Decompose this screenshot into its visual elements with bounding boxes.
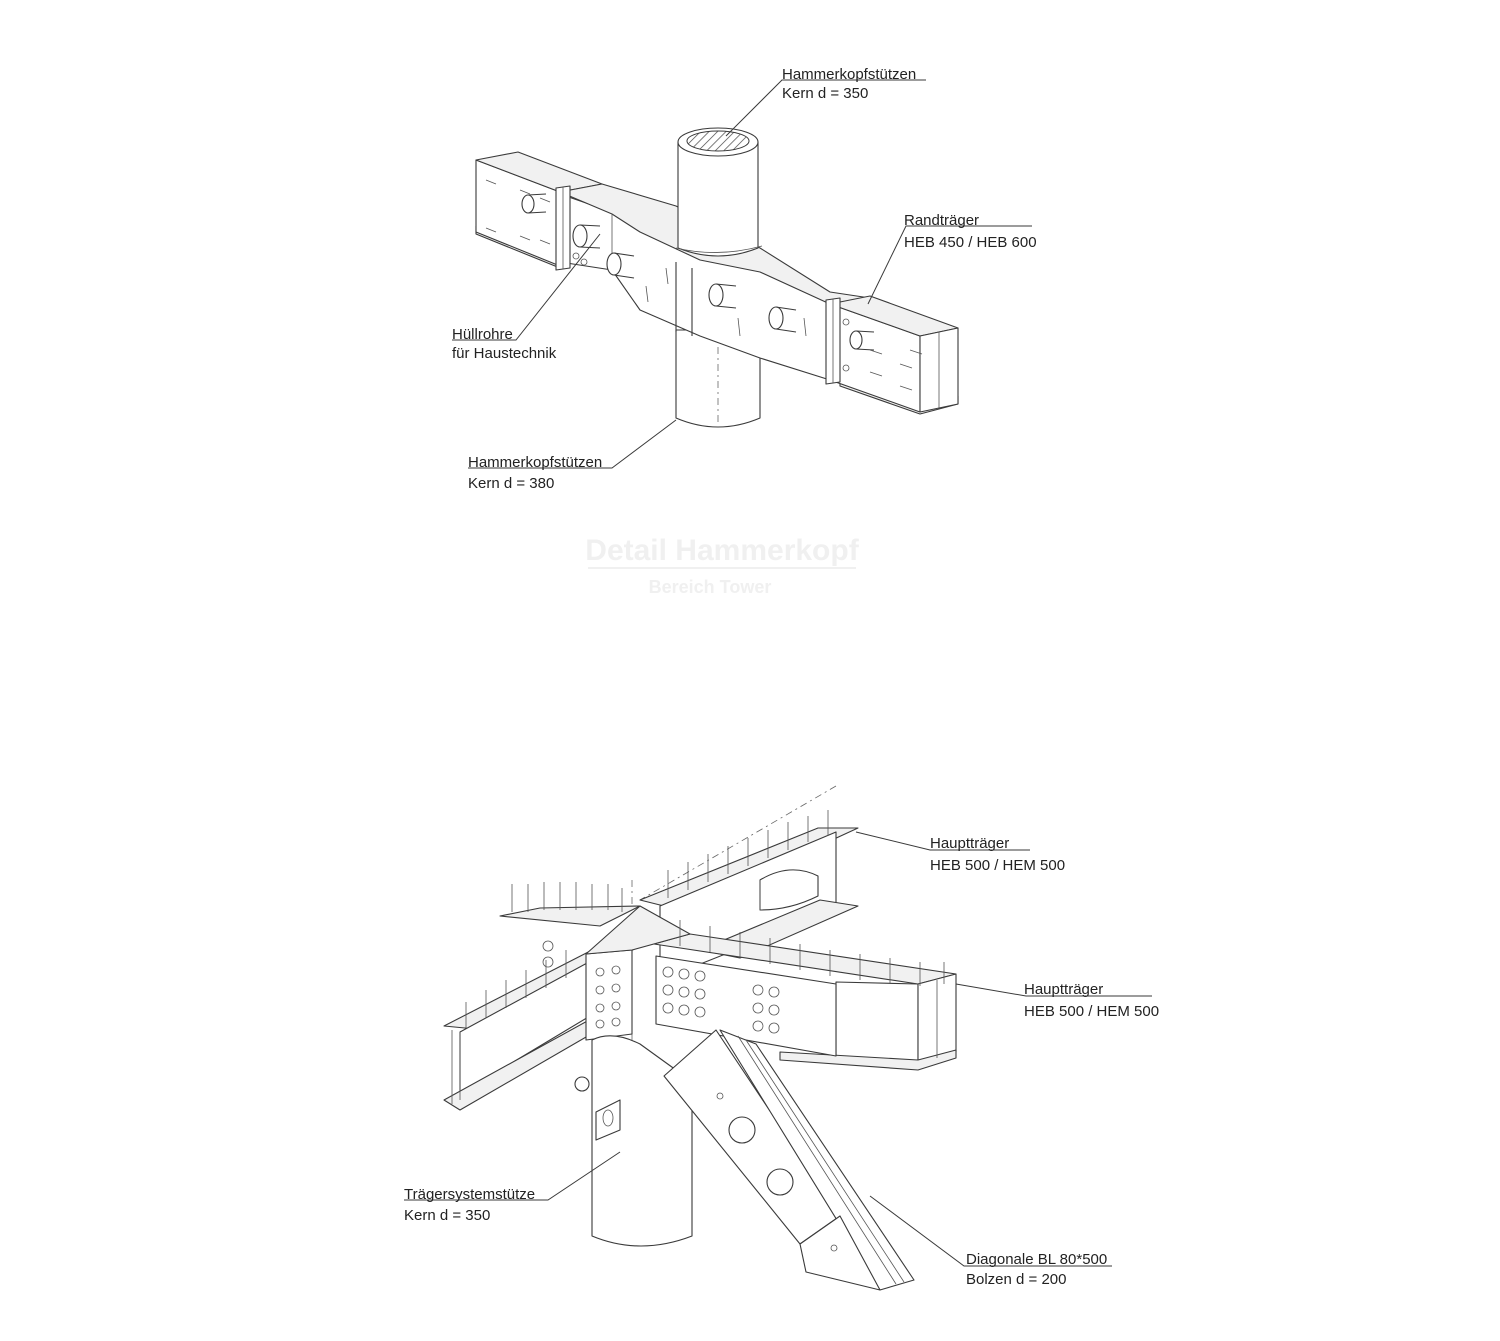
- label-sleeves-title: Hüllrohre: [452, 326, 513, 343]
- label-main-beam-2-spec: HEB 500 / HEM 500: [1024, 1003, 1159, 1020]
- label-lower-column-spec: Kern d = 380: [468, 475, 554, 492]
- label-upper-column-title: Hammerkopfstützen: [782, 66, 916, 83]
- label-edge-beam-spec: HEB 450 / HEB 600: [904, 234, 1037, 251]
- label-diagonal-spec: Bolzen d = 200: [966, 1271, 1067, 1288]
- upper-column: [675, 127, 763, 257]
- label-diagonal-title: Diagonale BL 80*500: [966, 1251, 1107, 1268]
- watermark-title: Detail Hammerkopf: [585, 534, 859, 567]
- shear-studs-bottom: [465, 810, 945, 1028]
- bolt-group: [542, 940, 780, 1034]
- beam-node-drawing: [404, 785, 1152, 1291]
- label-lower-column-title: Hammerkopfstützen: [468, 454, 602, 471]
- shear-studs: [485, 179, 923, 391]
- label-column-title: Trägersystemstütze: [404, 1186, 535, 1203]
- support-column: [574, 1035, 693, 1247]
- label-main-beam-1-title: Hauptträger: [930, 835, 1009, 852]
- hammerhead-beam: [475, 151, 959, 415]
- lower-column: [675, 329, 761, 428]
- label-edge-beam-title: Randträger: [904, 212, 979, 229]
- label-main-beam-1-spec: HEB 500 / HEM 500: [930, 857, 1065, 874]
- main-beam-right: [653, 933, 957, 1071]
- label-upper-column-spec: Kern d = 350: [782, 85, 868, 102]
- watermark-subtitle: Bereich Tower: [649, 577, 772, 597]
- hammerhead-detail-drawing: [452, 79, 1032, 469]
- label-sleeves-spec: für Haustechnik: [452, 345, 557, 362]
- label-column-spec: Kern d = 350: [404, 1207, 490, 1224]
- service-sleeves: [521, 193, 875, 351]
- diagonal-brace: [663, 1029, 915, 1291]
- label-main-beam-2-title: Hauptträger: [1024, 981, 1103, 998]
